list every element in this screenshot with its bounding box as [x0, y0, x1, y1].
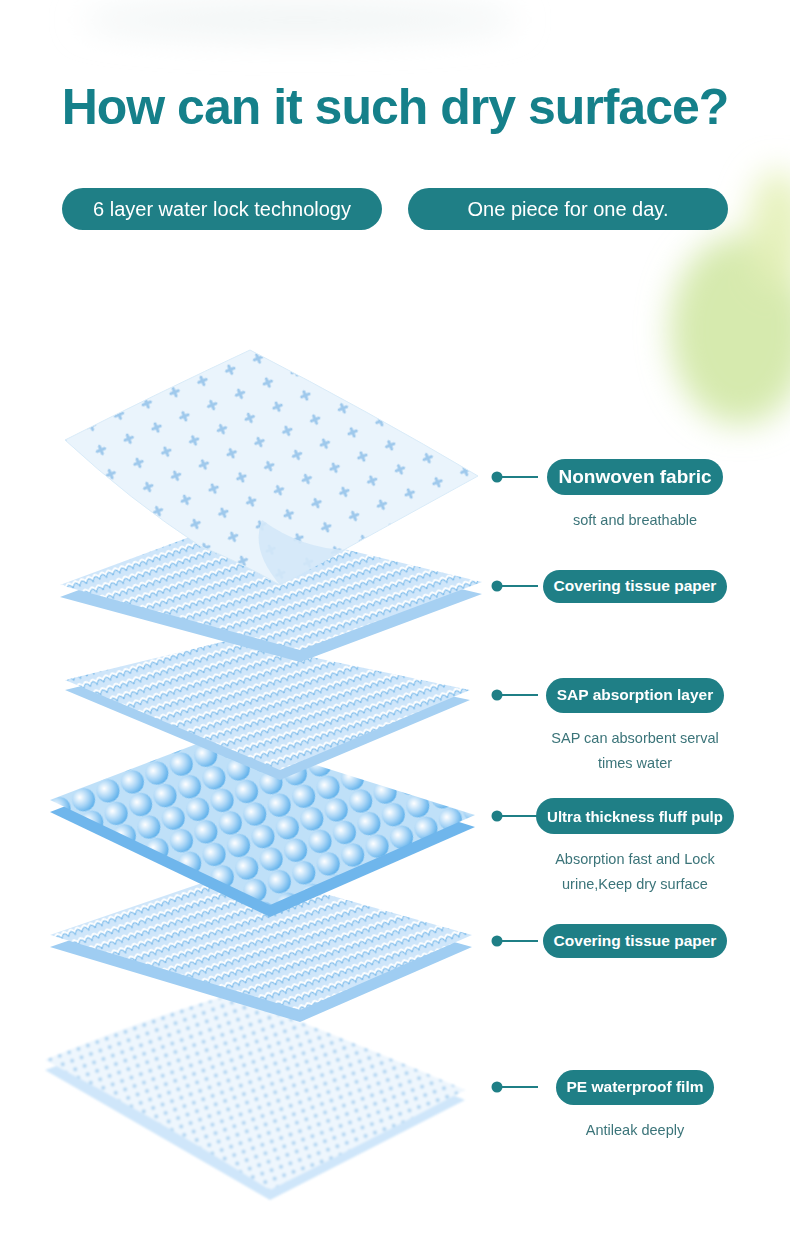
- layer-name: Nonwoven fabric: [547, 459, 722, 495]
- leader-line: [497, 940, 538, 942]
- layer-description: soft and breathable: [537, 508, 733, 533]
- leader-lines: [493, 473, 539, 1092]
- sap-layer: [65, 640, 470, 780]
- leader-line: [497, 476, 538, 478]
- leader-line: [497, 1086, 538, 1088]
- layer-label: PE waterproof filmAntileak deeply: [537, 1070, 733, 1143]
- feature-pill: 6 layer water lock technology: [62, 188, 382, 230]
- layer-name: SAP absorption layer: [546, 678, 724, 713]
- layer-name: Ultra thickness fluff pulp: [536, 798, 734, 834]
- pe-film-layer: [45, 995, 465, 1200]
- layer-label: Covering tissue paper: [543, 570, 728, 603]
- pill-text: One piece for one day.: [408, 188, 728, 230]
- pill-text: 6 layer water lock technology: [62, 188, 382, 230]
- leader-line: [497, 694, 538, 696]
- layer-label: SAP absorption layerSAP can absorbent se…: [537, 678, 733, 776]
- leader-line: [497, 585, 538, 587]
- layer-description: Absorption fast and Lock urine,Keep dry …: [537, 847, 733, 897]
- title: How can it such dry surface?: [0, 78, 790, 136]
- feature-pill: One piece for one day.: [408, 188, 728, 230]
- layer-name: PE waterproof film: [556, 1070, 715, 1105]
- layer-label: Nonwoven fabric soft and breathable: [537, 459, 733, 533]
- layer-description: Antileak deeply: [537, 1118, 733, 1143]
- leader-line: [497, 815, 538, 817]
- nonwoven-layer: [65, 350, 478, 585]
- layer-name: Covering tissue paper: [543, 924, 728, 958]
- layer-description: SAP can absorbent serval times water: [537, 726, 733, 776]
- layer-name: Covering tissue paper: [543, 570, 728, 603]
- layer-label: Covering tissue paper: [543, 924, 728, 958]
- layer-label: Ultra thickness fluff pulpAbsorption fas…: [536, 798, 734, 897]
